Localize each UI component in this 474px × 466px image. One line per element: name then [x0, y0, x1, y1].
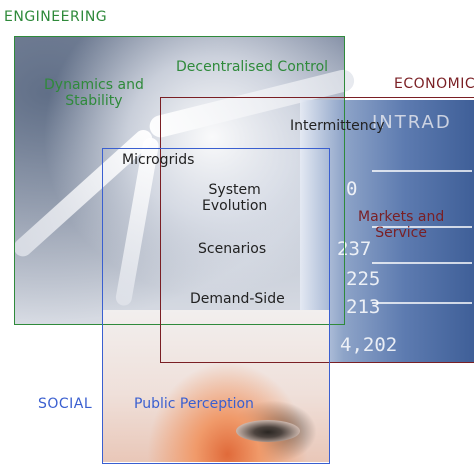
screen-line	[372, 302, 472, 304]
screen-line	[372, 170, 472, 172]
screen-value: 0	[346, 178, 358, 200]
screen-value: 213	[346, 296, 381, 318]
engineering-heading: ENGINEERING	[4, 9, 108, 25]
system-evolution-label: System Evolution	[202, 182, 268, 214]
microgrids-label: Microgrids	[122, 152, 195, 168]
system-evolution-line-1: System	[208, 182, 261, 198]
economic-heading: ECONOMIC	[394, 76, 474, 92]
decentralised-control-label: Decentralised Control	[176, 59, 329, 75]
dynamics-line-1: Dynamics and	[44, 77, 144, 93]
public-perception-label: Public Perception	[134, 396, 254, 412]
markets-and-service-label: Markets and Service	[358, 209, 445, 241]
screen-value: 4,202	[340, 334, 398, 356]
dynamics-line-2: Stability	[65, 92, 123, 109]
screen-word: INTRAD	[372, 112, 452, 133]
economic-frame	[160, 97, 474, 363]
scenarios-label: Scenarios	[198, 241, 267, 257]
markets-line-2: Service	[375, 224, 427, 241]
demand-side-label: Demand-Side	[190, 291, 285, 307]
screen-value: 225	[346, 268, 381, 290]
engineering-frame	[14, 36, 345, 325]
social-frame	[102, 148, 330, 464]
screen-line	[372, 226, 472, 228]
system-evolution-line-2: Evolution	[202, 197, 268, 214]
screen-line	[372, 262, 472, 264]
intermittency-label: Intermittency	[290, 118, 385, 134]
social-heading: SOCIAL	[38, 396, 93, 412]
dynamics-and-stability-label: Dynamics and Stability	[44, 77, 144, 109]
screen-value: 237	[337, 238, 372, 260]
markets-line-1: Markets and	[358, 209, 445, 225]
eye-shape	[236, 420, 300, 442]
